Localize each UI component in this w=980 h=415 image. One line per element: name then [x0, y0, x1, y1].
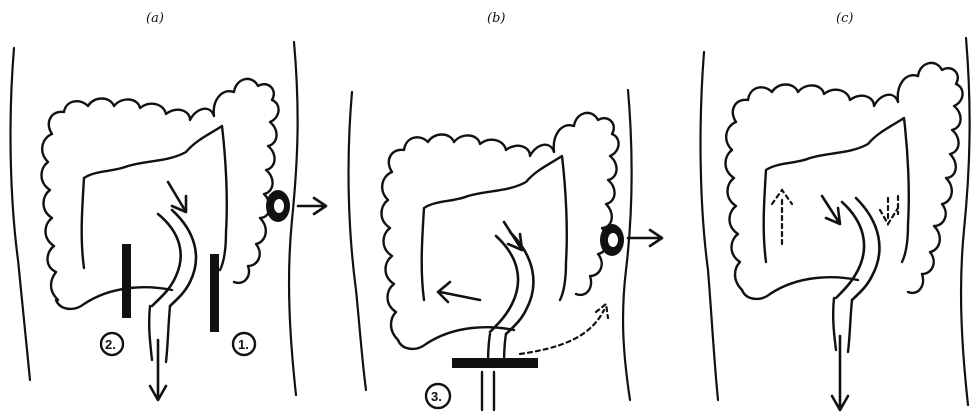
- panel-a-body-right: [289, 42, 298, 395]
- panel-a-clamp-1: [210, 254, 219, 332]
- panel-c-dashed-down-arrow: [880, 196, 898, 224]
- panel-c-down-arrow: [832, 336, 848, 410]
- panel-a-step-2-badge: 2.: [101, 333, 123, 355]
- panel-a-step-1-badge: 1.: [233, 333, 255, 355]
- panel-b: (b) 3.: [349, 11, 662, 410]
- panel-a-colon-inner: [82, 126, 227, 270]
- panel-a-step-1-label: 1.: [238, 337, 249, 352]
- panel-c-sigmoid: [742, 277, 858, 299]
- panel-b-left-arrow: [438, 282, 480, 302]
- panel-b-colon-outer: [382, 113, 619, 340]
- panel-c-label: (c): [836, 11, 853, 26]
- panel-c-rectum: [833, 298, 852, 352]
- panel-b-step-3-label: 3.: [431, 389, 442, 404]
- panel-a-clamp-2: [122, 244, 131, 318]
- panel-c-dashed-up-arrow: [772, 190, 792, 244]
- panel-c-colon-inner: [764, 118, 909, 262]
- panel-b-right-arrow: [628, 230, 662, 246]
- panel-c-flow-arrow: [822, 196, 840, 224]
- panel-a-sigmoid: [56, 287, 172, 309]
- panel-a-step-2-label: 2.: [105, 337, 116, 352]
- panel-a-down-arrow: [150, 340, 166, 400]
- panel-b-step-3-badge: 3.: [426, 384, 450, 408]
- panel-b-body-right: [623, 90, 632, 400]
- panel-a-label: (a): [146, 11, 164, 26]
- panel-a-ileum-right: [170, 210, 196, 306]
- panel-a-colon-outer: [42, 79, 279, 300]
- panel-c-ileum-right: [852, 198, 879, 300]
- panel-a-stoma-opening: [274, 199, 284, 213]
- panel-a-right-arrow: [298, 198, 326, 214]
- panel-a-ileum-left: [152, 214, 181, 306]
- panel-a-rectum: [149, 306, 170, 362]
- panel-b-ileum-left: [490, 236, 518, 332]
- panel-a-body-left: [11, 48, 30, 380]
- panel-b-clamp-3: [452, 358, 538, 368]
- panel-a: (a) 2. 1.: [11, 11, 326, 400]
- panel-b-stoma-opening: [608, 233, 618, 247]
- panel-b-dashed-path: [520, 310, 604, 354]
- panel-c-colon-outer: [726, 63, 963, 293]
- panel-b-colon-inner: [422, 156, 567, 300]
- panel-b-sigmoid: [398, 327, 514, 349]
- panel-b-stump: [482, 372, 494, 410]
- panel-b-dashed-arrowhead: [596, 304, 608, 318]
- panel-c: (c): [701, 11, 970, 410]
- panel-a-flow-arrow: [168, 182, 186, 212]
- panel-b-body-left: [349, 92, 366, 390]
- panel-b-label: (b): [487, 11, 505, 26]
- panel-c-body-left: [701, 52, 718, 400]
